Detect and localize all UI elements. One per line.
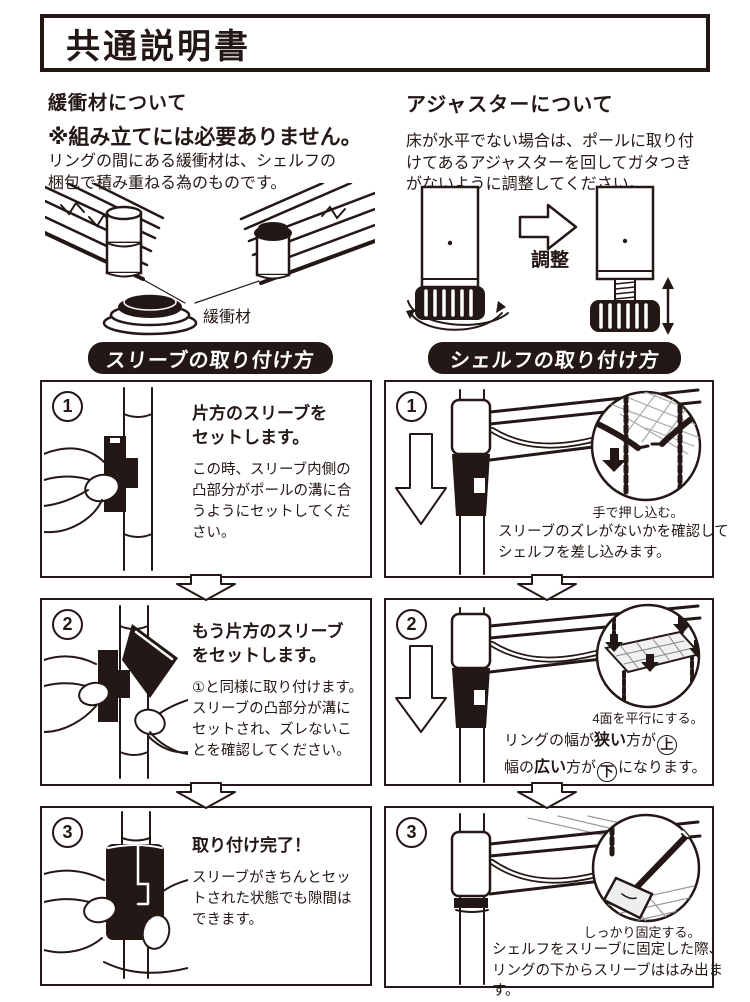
step-body: スリーブがきちんとセットされた状態でも隙間はできます。 (192, 869, 352, 928)
shelf-banner-text: シェルフの取り付け方 (448, 349, 661, 372)
body-text: 幅の (504, 758, 535, 776)
body-text: 方が (566, 758, 597, 776)
step-caption: 手で押し込む。 (592, 505, 684, 520)
cushion-body-line2: 梱包で積み重ねる為のものです。 (48, 174, 287, 192)
step-title-line2: セットします。 (192, 427, 310, 447)
step-number-badge: 1 (396, 391, 427, 422)
shelf-step2-box: 2 (384, 598, 714, 786)
step-body-line2: 幅の広い方が下になります。 (504, 755, 712, 782)
step-caption: 4面を平行にする。 (592, 711, 704, 726)
shelf-section-banner: シェルフの取り付け方 (428, 342, 681, 374)
step-body-line1: リングの幅が狭い方が上 (504, 728, 712, 755)
shelf-step1-illustration (395, 388, 702, 575)
cushion-heading: 緩衝材について (48, 93, 188, 114)
cushion-intro-section: 緩衝材について ※組み立てには必要ありません。 リングの間にある緩衝材は、シェル… (48, 88, 383, 194)
sleeve-step3-box: 3 取り付け完了！ スリーブがきちんとセットされた状態でも隙間はできます。 (40, 806, 372, 986)
sleeve-step3-illustration (44, 811, 188, 979)
adjuster-heading: アジャスターについて (406, 94, 614, 116)
body-text: になります。 (618, 758, 707, 776)
manual-title: 共通説明書 (66, 27, 251, 66)
cushion-part-label: 緩衝材 (203, 309, 252, 326)
sleeve-section-banner: スリーブの取り付け方 (88, 342, 333, 374)
step-number-badge: 2 (396, 609, 427, 640)
circled-up: 上 (657, 734, 678, 755)
step-number-badge: 3 (396, 817, 427, 848)
adjuster-body-line1: 床が水平でない場合は、ポールに取り付 (406, 133, 695, 150)
step-body: シェルフをスリーブに固定した際、リングの下からスリーブははみ出ます。 (492, 942, 724, 1000)
adjuster-intro-section: アジャスターについて 床が水平でない場合は、ポールに取り付 けてあるアジャスター… (406, 88, 741, 196)
sleeve-step2-illustration (44, 605, 188, 779)
body-text: 方が (626, 732, 657, 749)
body-text: リングの幅が (504, 732, 595, 749)
circled-down: 下 (597, 761, 618, 782)
sleeve-banner-text: スリーブの取り付け方 (104, 349, 316, 372)
cushion-note: ※組み立てには必要ありません。 (48, 126, 362, 149)
step-title-line1: 片方のスリーブを (192, 404, 327, 423)
adjust-label: 調整 (531, 250, 570, 271)
step-title-line1: 取り付け完了！ (192, 836, 311, 855)
manual-title-box: 共通説明書 (40, 14, 710, 72)
sleeve-step1-box: 1 片方のスリーブを セットします。 この時、スリーブ内側の凸部分がポールの溝に… (40, 380, 372, 578)
shelf-step2-illustration (395, 603, 702, 783)
adjuster-body-line2: けてあるアジャスターを回してガタつき (406, 154, 692, 172)
down-arrow-icon (176, 782, 236, 809)
step-number-badge: 3 (52, 817, 83, 848)
step-body: ①と同様に取り付けます。スリーブの凸部分が溝にセットされ、ズレないことを確認して… (192, 679, 364, 759)
body-bold: 狭い (594, 732, 627, 749)
step-body: この時、スリーブ内側の凸部分がポールの溝に合うようにセットしてください。 (192, 461, 352, 541)
down-arrow-icon (176, 574, 236, 601)
step-title-line1: もう片方のスリーブ (192, 622, 344, 641)
step-caption: しっかり固定する。 (583, 925, 701, 940)
step-body: スリーブのズレがないかを確認してシェルフを差し込みます。 (498, 524, 729, 561)
shelf-step3-box: 3 (384, 806, 723, 999)
step-title-line2: をセットします。 (192, 645, 327, 665)
cushion-illustration (45, 183, 375, 336)
sleeve-step1-illustration (44, 387, 153, 571)
shelf-step1-box: 1 (384, 380, 729, 578)
down-arrow-icon (517, 574, 577, 601)
body-bold: 広い (534, 758, 567, 776)
sleeve-step2-box: 2 もう片方のスリーブ をセットします。 ①と同様に取り付けます。スリーブの凸部… (40, 598, 372, 786)
shelf-step3-illustration (450, 813, 702, 985)
down-arrow-icon (517, 782, 577, 809)
step-number-badge: 1 (52, 391, 83, 422)
cushion-body-line1: リングの間にある緩衝材は、シェルフの (48, 153, 337, 170)
adjuster-illustration (406, 185, 674, 335)
step-number-badge: 2 (52, 609, 83, 640)
